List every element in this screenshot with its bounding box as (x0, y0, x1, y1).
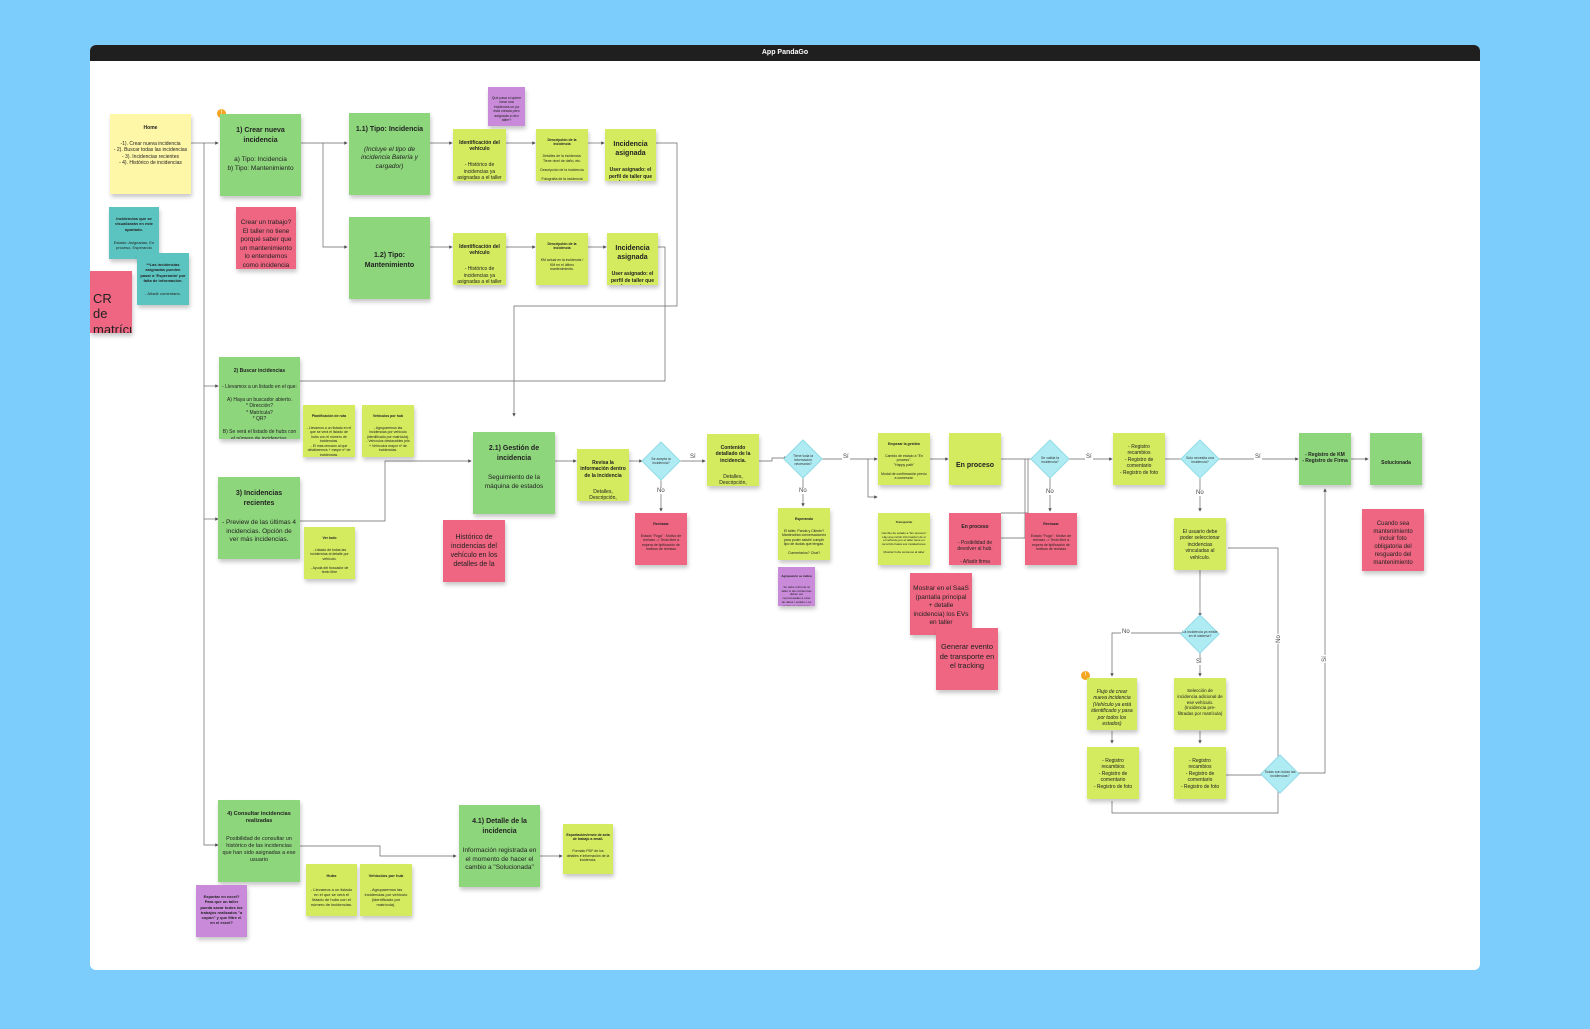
label-si-2: Sí (842, 454, 850, 460)
label-no-5: No (1121, 629, 1131, 635)
note-incidencia-asignada-1[interactable]: Incidencia asignada User asignado: el pe… (605, 129, 656, 181)
note-seleccion-incidencia[interactable]: Selección de incidencia adicional de ese… (1174, 678, 1226, 730)
label-no-3: No (1045, 489, 1055, 495)
label-si-3: Sí (1085, 454, 1093, 460)
note-esperando[interactable]: Esperando El taller, Panda y Cliente? Ma… (778, 508, 830, 560)
note-vehiculos-por-hub-2[interactable]: Vehículos por hub - Agruparemos las inci… (360, 864, 412, 916)
label-si-1: Sí (689, 454, 697, 460)
note-incidencia-asignada-2[interactable]: Incidencia asignada User asignado: el pe… (607, 233, 658, 285)
note-pregunta-taller[interactable]: Qué pasa si quiere crear una incidencia … (488, 87, 525, 126)
note-rechazar-2[interactable]: Rechazar Estado "Fuga" : Motivo de recha… (1025, 513, 1077, 565)
decision-label-1: Se acepta la incidencia? (651, 457, 671, 466)
note-crear-incidencia[interactable]: 1) Crear nueva incidencia a) Tipo: Incid… (220, 114, 301, 196)
note-consultar-incidencias[interactable]: 4) Consultar incidencias realizadas Posi… (218, 800, 300, 882)
note-registro-km[interactable]: - Registro de KM - Registro de Firma (1299, 433, 1351, 485)
note-ver-todo[interactable]: Ver todo - Listado de todas las incidenc… (304, 527, 355, 579)
note-identificacion-2[interactable]: Identificación del vehículo - Histórico … (453, 233, 506, 285)
note-rechazar-1[interactable]: Rechazar Estado "Fuga" : Motivo de recha… (635, 513, 687, 565)
comment-badge-icon[interactable]: ! (217, 109, 226, 118)
note-usuario-seleccionar[interactable]: El usuario debe poder seleccionar incide… (1174, 518, 1226, 570)
note-tipo-incidencia[interactable]: 1.1) Tipo: Incidencia (Incluye el tipo d… (349, 113, 430, 195)
note-identificacion-1[interactable]: Identificación del vehículo - Histórico … (453, 129, 506, 181)
note-hubs[interactable]: Hubs - Llevamos a un listado en el que s… (306, 864, 357, 916)
label-no-6: No (1275, 634, 1282, 644)
decision-label-4: Solo necesita una incidencia? (1186, 456, 1214, 465)
note-descripcion-1[interactable]: Descripción de la incidencia Detalles de… (536, 129, 588, 181)
decision-label-2: Tiene toda la información necesaria? (792, 454, 814, 467)
note-incidencias-visualizar[interactable]: Incidencias que se visualizarán en este … (109, 207, 159, 259)
note-contenido-detallado[interactable]: Contenido detallado de la incidencia. De… (707, 434, 759, 486)
note-tipo-mantenimiento[interactable]: 1.2) Tipo: Mantenimiento (349, 217, 430, 299)
label-si-5: Sí (1195, 659, 1203, 665)
note-registro-3[interactable]: - Registro recambios - Registro de comen… (1174, 747, 1226, 799)
note-planificacion-ruta[interactable]: Planificación de ruta - Llevamos a un li… (303, 405, 355, 457)
comment-badge-icon[interactable]: ! (1081, 671, 1090, 680)
label-no-1: No (656, 488, 666, 494)
note-agrupacion[interactable]: Agrupación se indica Se debe informar al… (778, 567, 815, 606)
label-si-4: Sí (1254, 454, 1262, 460)
whiteboard-canvas[interactable]: Home -1). Crear nueva incidencia - 2). B… (90, 61, 1480, 970)
note-solucionada[interactable]: Solucionada (1370, 433, 1422, 485)
note-historico-vehiculo[interactable]: Histórico de incidencias del vehículo en… (443, 520, 505, 582)
note-transportar[interactable]: Transportar Cambio de estado a "En proce… (878, 513, 930, 565)
decision-label-5: La incidencia ya existe en el sistema? (1182, 630, 1218, 639)
label-no-4: No (1195, 490, 1205, 496)
note-detalle-incidencia[interactable]: 4.1) Detalle de la incidencia Informació… (459, 805, 540, 887)
note-registro-1[interactable]: - Registro recambios - Registro de comen… (1113, 433, 1165, 485)
note-registro-2[interactable]: - Registro recambios - Registro de comen… (1087, 747, 1139, 799)
note-incidencias-recientes[interactable]: 3) Incidencias recientes - Preview de la… (218, 477, 300, 559)
decision-label-6: Todas son todas las incidencias? (1264, 770, 1296, 779)
note-home[interactable]: Home -1). Crear nueva incidencia - 2). B… (110, 114, 191, 194)
window-title: App PandaGo (90, 45, 1480, 61)
note-buscar-incidencias[interactable]: 2) Buscar incidencias - Llevamos a un li… (219, 357, 300, 439)
label-no-2: No (798, 488, 808, 494)
note-en-proceso[interactable]: En proceso (949, 433, 1001, 485)
note-gestion-incidencia[interactable]: 2.1) Gestión de incidencia Seguimiento d… (473, 432, 555, 514)
note-exportar-excel[interactable]: Exportar en excel? Para que un taller pu… (196, 885, 247, 937)
note-en-proceso-2[interactable]: En proceso - Posibilidad de devolver al … (949, 513, 1001, 565)
note-revisa-informacion[interactable]: Revisa la información dentro de la incid… (577, 449, 629, 501)
note-empezar-gestion[interactable]: Empezar la gestión Cambio de estado a "E… (878, 433, 930, 485)
note-ocr-matricula[interactable]: CR de matrícula. xplorar (90, 271, 132, 333)
app-window: App PandaGo (90, 45, 1480, 970)
note-incidencias-asignadas[interactable]: **Las incidencias asignadas pueden pasar… (137, 253, 189, 305)
note-flujo-crear[interactable]: Flujo de crear nueva incidencia (Vehícul… (1087, 678, 1137, 730)
note-mantenimiento-foto[interactable]: Cuando sea mantenimiento incluir foto ob… (1362, 509, 1424, 571)
note-descripcion-2[interactable]: Descripción de la incidencia KM actual e… (536, 233, 588, 285)
label-si-6: Sí (1321, 655, 1328, 663)
note-exportacion-acta[interactable]: Exportación/envío de acta de trabajo a e… (563, 824, 613, 874)
decision-label-3: Se valida la incidencia? (1040, 456, 1060, 465)
note-crear-trabajo[interactable]: Crear un trabajo? El taller no tiene por… (236, 207, 296, 269)
note-generar-evento[interactable]: Generar evento de transporte en el track… (936, 628, 998, 690)
note-mostrar-saas[interactable]: Mostrar en el SaaS (pantalla principal +… (910, 573, 972, 635)
note-vehiculos-por-hub-1[interactable]: Vehículos por hub - Agruparemos las inci… (362, 405, 414, 457)
